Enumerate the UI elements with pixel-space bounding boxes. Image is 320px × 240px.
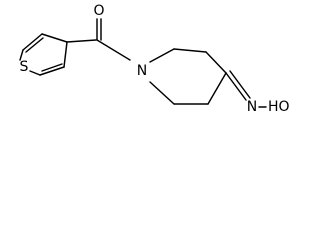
thiophene-ring bbox=[19, 33, 68, 76]
chemical-structure: O S N N HO bbox=[19, 3, 290, 115]
piperidine-nitrogen-label: N bbox=[137, 63, 147, 79]
carbonyl-oxygen-label: O bbox=[93, 3, 104, 19]
piperidine-ring bbox=[149, 48, 227, 105]
carbonyl-link bbox=[66, 18, 131, 61]
oxime-nitrogen-label: N bbox=[247, 99, 257, 115]
oxime-group bbox=[225, 70, 267, 108]
thiophene-sulfur-label: S bbox=[20, 59, 29, 75]
hydroxyl-label: HO bbox=[268, 99, 290, 115]
